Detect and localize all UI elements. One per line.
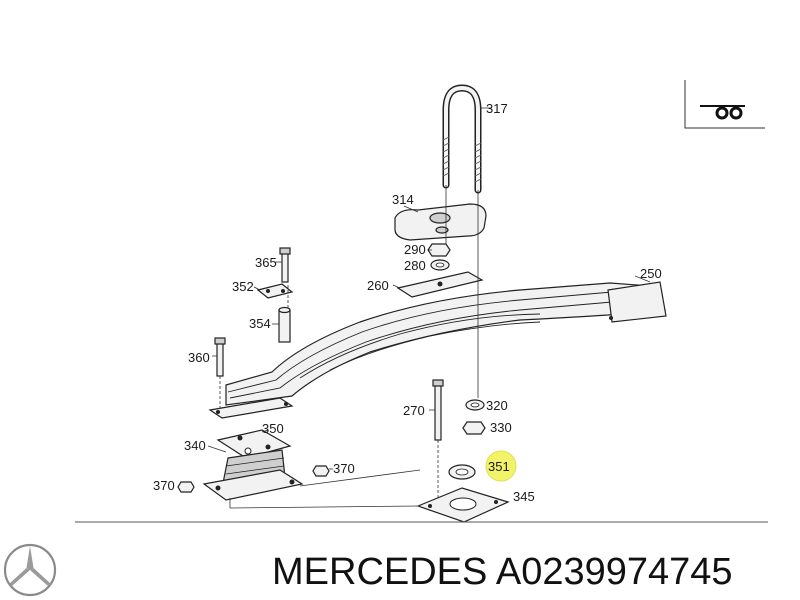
- washer-280-part[interactable]: [430, 259, 450, 271]
- mounting-plate-345-part[interactable]: [416, 487, 510, 523]
- u-bolt-part[interactable]: [442, 84, 482, 194]
- trailer-axle-icon: [684, 80, 765, 129]
- callout-314: 314: [392, 192, 414, 207]
- callout-270: 270: [403, 403, 425, 418]
- callout-370-left: 370: [153, 478, 175, 493]
- bushing-351-part[interactable]: [448, 464, 476, 480]
- callout-280: 280: [404, 258, 426, 273]
- nut-330-part[interactable]: [462, 421, 486, 435]
- callout-365: 365: [255, 255, 277, 270]
- part-number-caption: MERCEDES A0239974745: [272, 548, 733, 596]
- callout-354: 354: [249, 316, 271, 331]
- bolt-365-part[interactable]: [279, 247, 291, 283]
- leaf-spring-part[interactable]: [208, 281, 667, 419]
- callout-345: 345: [513, 489, 535, 504]
- sleeve-354-part[interactable]: [278, 306, 291, 343]
- callout-340: 340: [184, 438, 206, 453]
- mercedes-star-icon: [3, 543, 57, 597]
- highlight-marker-351[interactable]: [485, 450, 517, 482]
- washer-320-part[interactable]: [465, 399, 485, 411]
- clamp-352-part[interactable]: [256, 283, 294, 299]
- callout-317: 317: [486, 101, 508, 116]
- callout-360: 360: [188, 350, 210, 365]
- nut-370-right-part[interactable]: [312, 465, 330, 477]
- nut-370-left-part[interactable]: [177, 481, 195, 493]
- brand-name: MERCEDES: [272, 551, 488, 593]
- part-number: A0239974745: [495, 551, 733, 593]
- callout-370-right: 370: [333, 461, 355, 476]
- callout-352: 352: [232, 279, 254, 294]
- spacer-plate-part[interactable]: [396, 271, 484, 298]
- callout-351: 351: [488, 459, 510, 474]
- callout-320: 320: [486, 398, 508, 413]
- callout-260: 260: [367, 278, 389, 293]
- spring-mount-part[interactable]: [202, 429, 304, 501]
- bolt-360-part[interactable]: [214, 337, 226, 377]
- callout-350: 350: [262, 421, 284, 436]
- saddle-plate-part[interactable]: [394, 203, 487, 241]
- callout-330: 330: [490, 420, 512, 435]
- callout-290: 290: [404, 242, 426, 257]
- callout-250: 250: [640, 266, 662, 281]
